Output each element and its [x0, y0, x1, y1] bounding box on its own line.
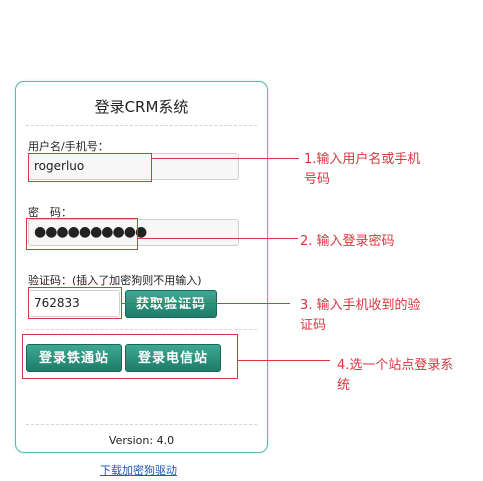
password-highlight: [26, 218, 138, 250]
captcha-label: 验证码：(插入了加密狗则不用输入): [28, 274, 202, 287]
password-label: 密 码：: [28, 206, 72, 219]
get-code-button[interactable]: 获取验证码: [125, 290, 217, 318]
captcha-value: 762833: [34, 296, 80, 310]
version-text: Version: 4.0: [108, 434, 175, 447]
username-highlight: [28, 153, 152, 182]
login-panel: 登录CRM系统 用户名/手机号： rogerluo 密 码： ●●●●●●●●●…: [15, 81, 268, 453]
username-value: rogerluo: [34, 159, 85, 173]
title-divider: [26, 125, 257, 126]
connector-line-1: [152, 158, 299, 159]
footer-divider: [26, 424, 257, 425]
login-dianxin-button[interactable]: 登录电信站: [125, 344, 221, 372]
download-driver-link[interactable]: 下载加密狗驱动: [100, 464, 177, 477]
annotation-3: 3. 输入手机收到的验 证码: [300, 296, 421, 336]
captcha-divider: [26, 329, 257, 330]
password-value: ●●●●●●●●●●: [34, 224, 147, 240]
login-title: 登录CRM系统: [94, 98, 189, 116]
username-label: 用户名/手机号：: [28, 140, 109, 153]
captcha-field[interactable]: 762833: [28, 290, 120, 317]
annotation-3-line2: 证码: [300, 318, 327, 333]
annotation-2: 2. 输入登录密码: [300, 234, 395, 249]
annotation-1-line1: 1.输入用户名或手机: [304, 152, 421, 167]
username-field[interactable]: rogerluo: [28, 153, 239, 180]
annotation-1: 1.输入用户名或手机 号码: [304, 150, 420, 190]
annotation-4-line2: 统: [337, 378, 351, 393]
annotation-4-line1: 4.选一个站点登录系: [337, 358, 454, 373]
annotation-4: 4.选一个站点登录系 统: [337, 356, 453, 396]
login-buttons-highlight: [22, 334, 238, 379]
connector-line-2: [138, 238, 298, 239]
login-tietong-button[interactable]: 登录铁通站: [26, 344, 122, 372]
connector-line-4: [238, 360, 330, 361]
password-field[interactable]: ●●●●●●●●●●: [28, 219, 239, 246]
annotation-3-line1: 3. 输入手机收到的验: [300, 298, 421, 313]
captcha-highlight: [28, 287, 122, 319]
annotation-1-line2: 号码: [304, 172, 331, 187]
connector-line-3: [122, 303, 290, 304]
